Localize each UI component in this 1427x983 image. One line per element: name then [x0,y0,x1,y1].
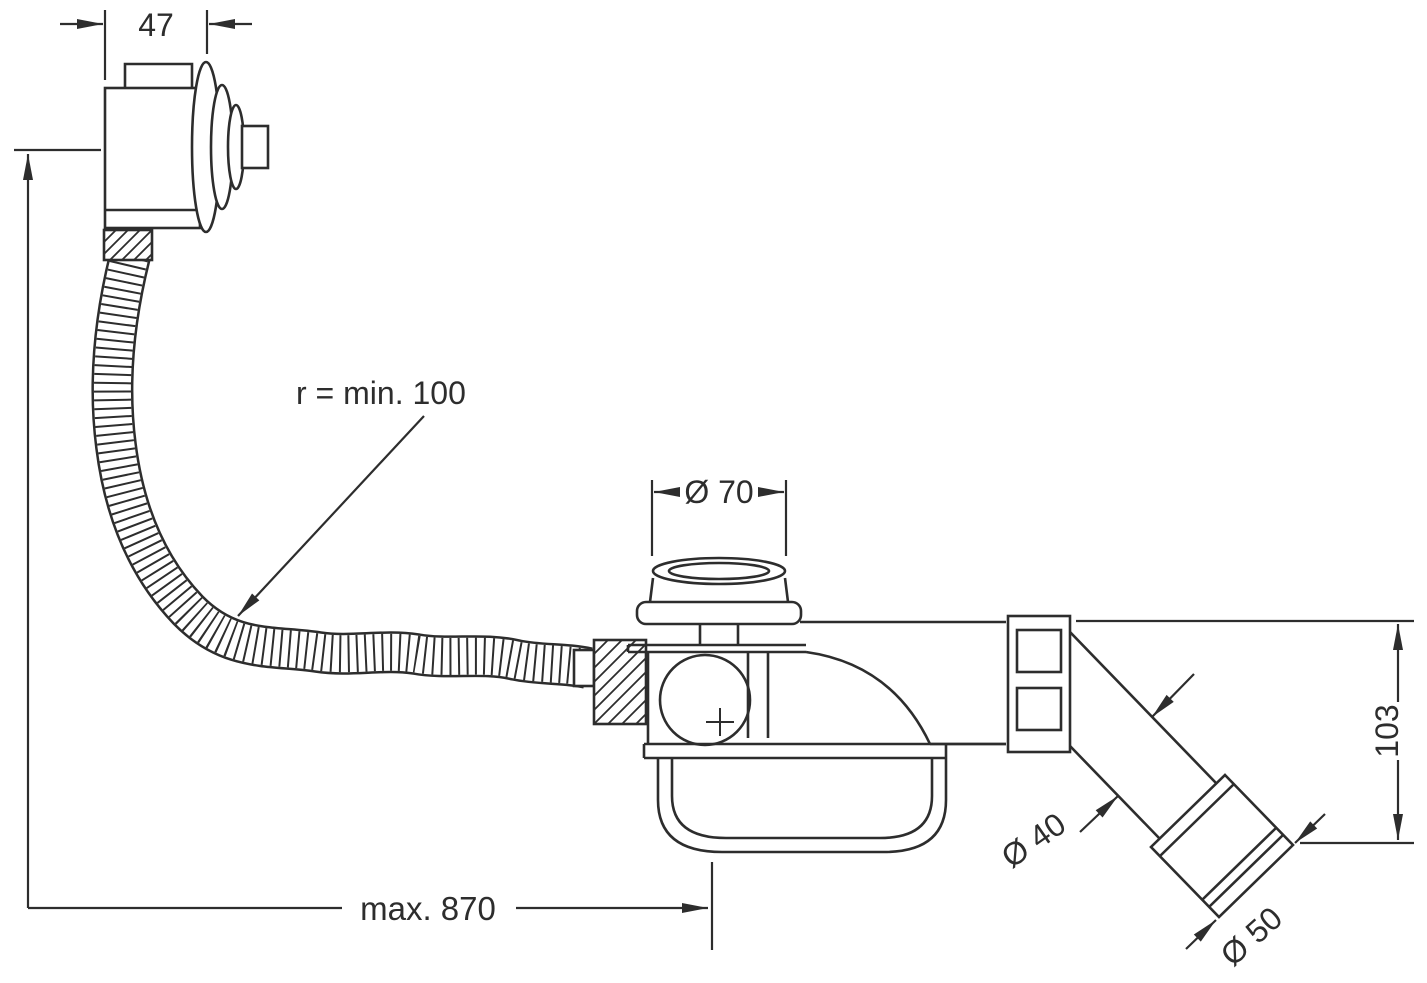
radius-note-label: r = min. 100 [296,375,466,411]
overflow-body-step [123,62,194,88]
cuff-ring-1 [1159,783,1235,857]
dimension-max-870 [14,148,714,950]
flexible-overflow-hose [91,250,593,689]
dim-870-label: max. 870 [360,890,496,927]
cuff-ring-2 [1201,827,1277,901]
center-cross-mark [706,708,734,736]
radius-note [237,415,425,617]
hose-inner-fill [93,251,593,687]
rotary-knob-shaft [240,124,270,170]
dimension-103 [1076,619,1414,845]
valve-ball [658,653,752,747]
angled-pipe-top-edge [1069,631,1217,784]
insertion-direction-arrow [1151,673,1195,718]
drain-waste-assembly [572,556,1006,854]
radius-leader-arrow [237,415,425,617]
union-clamp [1006,614,1072,754]
bowl-inner-wall [670,758,934,840]
dimension-47 [60,10,252,80]
dim-50-arrow-lower [1185,919,1217,950]
overflow-fitting [102,60,270,262]
angled-pipe-bottom-edge [1069,745,1161,840]
drain-plug-flange [635,556,803,645]
cuff-ring-3 [1208,834,1284,908]
trap-inner-curve [805,650,932,745]
dim-103-label: 103 [1369,704,1405,757]
dim-50-arrow-upper [1294,813,1326,844]
drain-hose-nut [572,638,648,726]
dimension-dia-70 [650,480,788,556]
bowl-outer-wall [656,758,948,854]
dim-70-label: Ø 70 [684,474,753,510]
overflow-body [103,86,202,230]
dim-40-leader-arrow [1079,795,1119,833]
dimension-dia-50 [1185,813,1326,950]
overflow-hose-nut [102,228,154,262]
angled-outlet-pipe [1069,631,1295,919]
outlet-cuff [1149,773,1295,919]
hose-ribs [93,251,593,687]
dim-40-label: Ø 40 [995,806,1072,875]
dim-47-label: 47 [138,7,174,43]
